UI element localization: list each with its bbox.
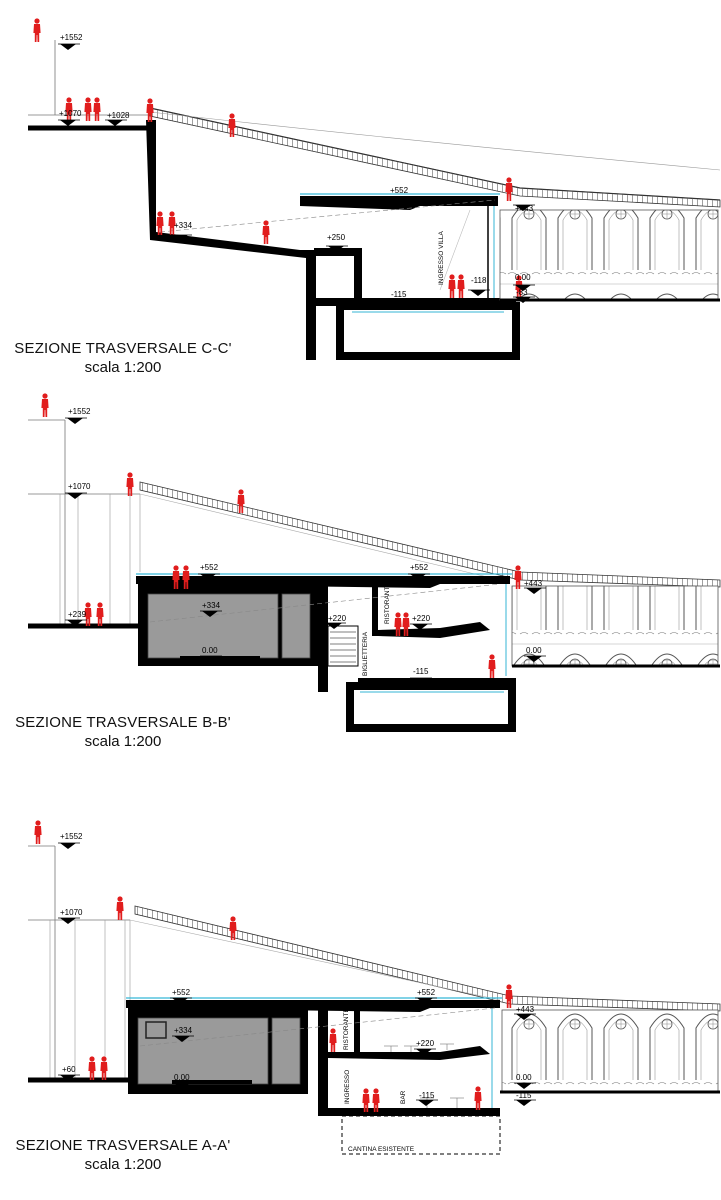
inner-wall (318, 1008, 328, 1116)
figure-people (33, 18, 523, 299)
level-label: +552 (390, 186, 409, 195)
floor-slab (180, 656, 260, 660)
level-label: +1070 (59, 109, 82, 118)
level-label: 0.00 (526, 646, 542, 655)
level-label: +1552 (60, 33, 83, 42)
room-label-restaurant: RISTORANTE (384, 582, 391, 624)
cellar-dashed-box (341, 1115, 501, 1155)
gallery-room (137, 1017, 269, 1085)
gallery-room (281, 593, 311, 659)
section-c-c: +1552 +1070 +1028 +552 +443 +334 +250 0.… (28, 18, 721, 360)
column-lines (59, 494, 141, 625)
level-label: +334 (202, 601, 221, 610)
section-title-text: SEZIONE TRASVERSALE C-C' (14, 340, 232, 357)
level-label: +334 (174, 1026, 193, 1035)
inner-wall (354, 248, 362, 304)
level-label: -115 (413, 667, 429, 676)
level-label: +552 (410, 563, 429, 572)
section-scale-text: scala 1:200 (84, 359, 162, 376)
section-b-b: +1552 +1070 +239 +552 +552 +443 +334 +22… (28, 393, 721, 732)
section-scale-text: scala 1:200 (84, 733, 162, 750)
level-label: -118 (471, 276, 487, 285)
slope-line (129, 919, 501, 1001)
mezzanine-slab (378, 622, 490, 638)
level-label: +552 (200, 563, 219, 572)
arcade-facade (511, 585, 719, 667)
level-label: +443 (515, 204, 534, 213)
level-label: +334 (174, 221, 193, 230)
column-lines (49, 920, 131, 1078)
level-label: +552 (417, 988, 436, 997)
level-label: +60 (62, 1065, 76, 1074)
slope-line (149, 111, 721, 171)
level-label: +239 (68, 610, 87, 619)
sight-line (159, 199, 496, 233)
level-label: +1070 (60, 908, 83, 917)
sight-line (139, 1007, 496, 1047)
arcade-facade (499, 209, 719, 301)
room-label-ticket: BIGLIETTERIA (362, 631, 369, 676)
level-label: 0.00 (516, 1073, 532, 1082)
level-label: +1552 (60, 832, 83, 841)
basement-box (346, 682, 516, 732)
inner-wall (354, 1008, 360, 1056)
level-label: 0.00 (174, 1073, 190, 1082)
section-title-c-c: SEZIONE TRASVERSALE C-C' scala 1:200 (8, 339, 238, 377)
gallery-room (147, 593, 279, 659)
level-label: -115 (391, 290, 407, 299)
arcade-facade (501, 1009, 719, 1093)
level-label: +443 (516, 1005, 535, 1014)
floor-slab (328, 1108, 500, 1116)
floor-slab (172, 1080, 252, 1084)
section-title-b-b: SEZIONE TRASVERSALE B-B' scala 1:200 (8, 713, 238, 751)
level-label: +443 (524, 579, 543, 588)
ramp-railing (149, 107, 721, 201)
section-title-text: SEZIONE TRASVERSALE B-B' (15, 714, 231, 731)
level-label: 0.00 (515, 273, 531, 282)
section-scale-text: scala 1:200 (84, 1156, 162, 1173)
level-label: +220 (328, 614, 347, 623)
level-label: -115 (419, 1091, 435, 1100)
slope-line (139, 493, 501, 581)
room-label-entrance: INGRESSO (344, 1070, 351, 1104)
sight-line (439, 209, 471, 291)
room-label-restaurant: RISTORANTE (343, 1008, 350, 1050)
section-a-a: +1552 +1070 +60 +552 +552 +443 +334 +220… (28, 820, 721, 1155)
stair-steps (330, 631, 356, 663)
stair-block (327, 625, 359, 667)
room-label-bar: BAR (400, 1090, 407, 1104)
retaining-wall (146, 120, 316, 360)
level-label: +1028 (107, 111, 130, 120)
level-label: +1552 (68, 407, 91, 416)
room-label-entrance: INGRESSO VILLA (438, 231, 445, 285)
gallery-room (271, 1017, 301, 1085)
section-title-text: SEZIONE TRASVERSALE A-A' (15, 1137, 231, 1154)
level-label: +1070 (68, 482, 91, 491)
inner-wall (372, 584, 378, 636)
level-label: +250 (327, 233, 346, 242)
level-label: +552 (172, 988, 191, 997)
gallery-room (145, 1021, 167, 1039)
mezzanine-slab (328, 1046, 490, 1060)
ramp-railing-fill (149, 107, 721, 208)
level-label: +220 (412, 614, 431, 623)
room-label-cellar: CANTINA ESISTENTE (348, 1146, 415, 1153)
level-label: -83 (516, 288, 528, 297)
level-label: +220 (416, 1039, 435, 1048)
ramp-railing-fill (139, 481, 721, 588)
section-title-a-a: SEZIONE TRASVERSALE A-A' scala 1:200 (8, 1136, 238, 1174)
level-label: -115 (516, 1091, 532, 1100)
stair-shaft (318, 584, 328, 692)
basement-box (336, 302, 520, 360)
level-label: 0.00 (202, 646, 218, 655)
stair-block (314, 248, 362, 256)
